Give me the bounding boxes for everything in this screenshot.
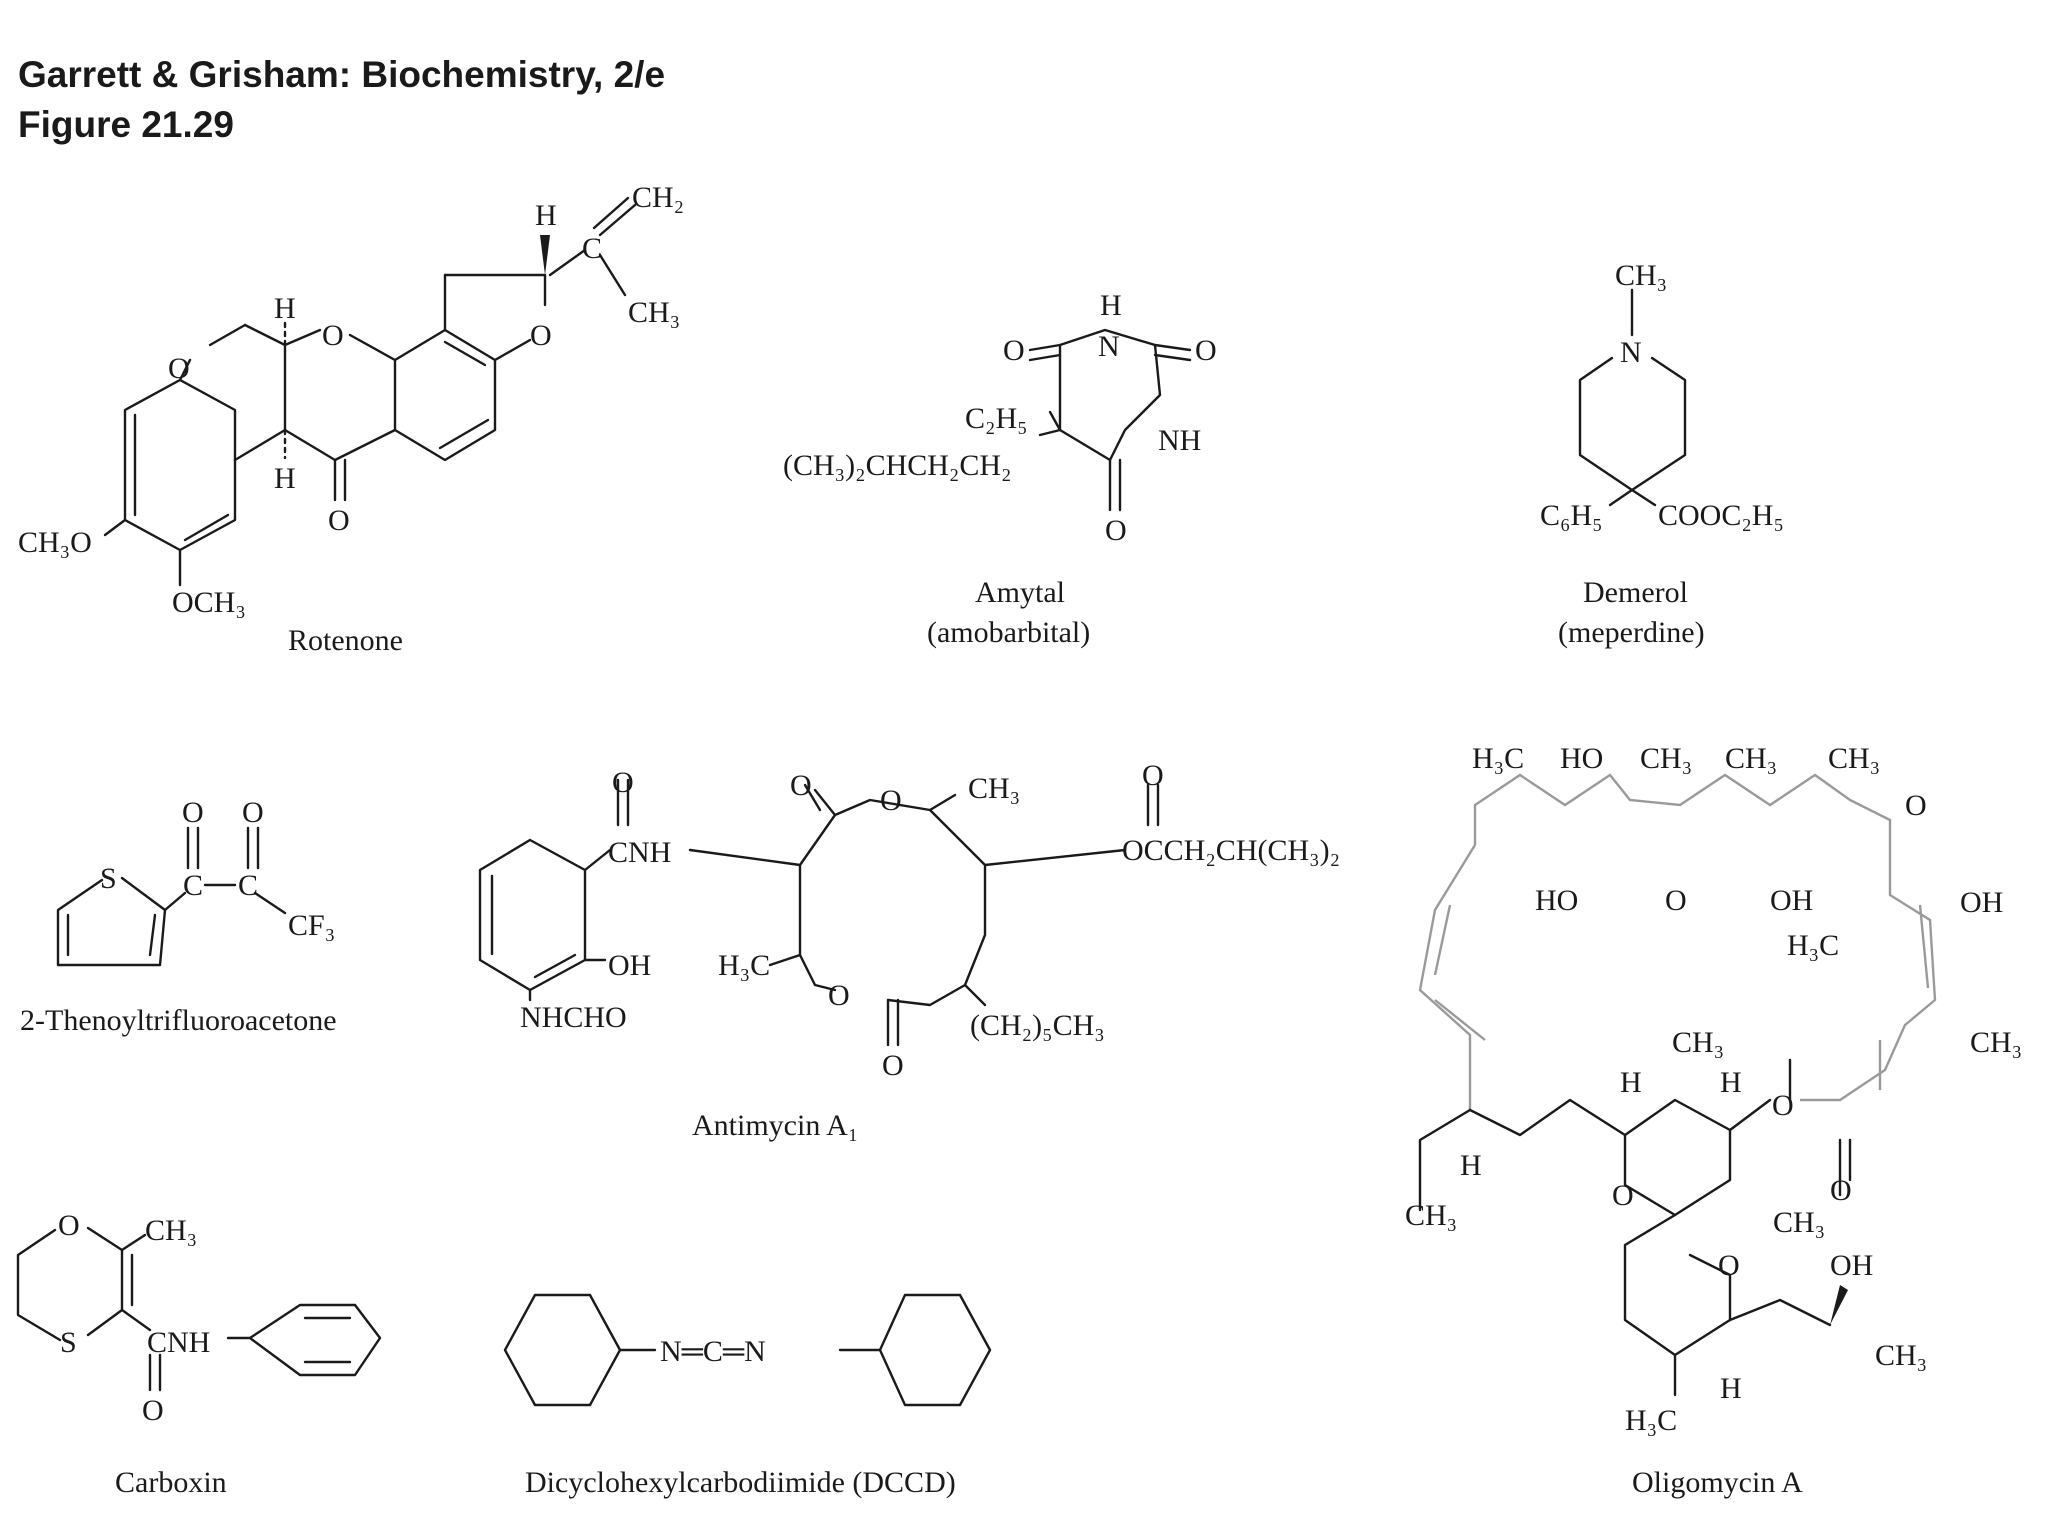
carboxin-cnh: CNH [147, 1326, 210, 1359]
antimycin-o3: O [880, 784, 902, 817]
amytal-o3: O [1105, 514, 1127, 547]
thenoyl-c1: C [183, 869, 203, 902]
antimycin-o1: O [612, 766, 634, 799]
thenoyl-structure: S O O C C CF₃ 2-Thenoyltrifluoroacetone [20, 796, 337, 1037]
demerol-structure: CH₃ N C₆H₅ COOC₂H₅ Demerol (meperdine) [1540, 259, 1784, 649]
dccd-ncn: N═C═N [660, 1335, 766, 1368]
antimycin-o5: O [828, 979, 850, 1012]
rotenone-ch3: CH₃ [628, 296, 680, 329]
thenoyl-o2: O [242, 796, 264, 829]
amytal-o2: O [1195, 334, 1217, 367]
caption-amytal-sub: (amobarbital) [927, 616, 1090, 649]
olig-o-mid: O [1665, 884, 1687, 917]
demerol-ch3: CH₃ [1615, 259, 1667, 292]
olig-ch3-ring: CH₃ [1773, 1206, 1825, 1239]
caption-carboxin: Carboxin [115, 1466, 227, 1499]
rotenone-structure: O O O O H H H C CH₂ CH₃ CH₃O OCH₃ Roteno… [18, 181, 684, 657]
rotenone-h2: H [274, 462, 296, 495]
rotenone-ch3o: CH₃O [18, 526, 92, 559]
demerol-c6h5: C₆H₅ [1540, 499, 1603, 532]
rotenone-ch2: CH₂ [632, 181, 684, 214]
olig-o-lactone: O [1830, 1174, 1852, 1207]
antimycin-oh: OH [608, 949, 651, 982]
thenoyl-cf3: CF₃ [288, 909, 335, 942]
rotenone-o4: O [328, 504, 350, 537]
carboxin-structure: O CH₃ S CNH O Carboxin [16, 1209, 382, 1499]
caption-dccd: Dicyclohexylcarbodiimide (DCCD) [525, 1466, 956, 1499]
thenoyl-c2: C [238, 869, 258, 902]
caption-amytal: Amytal [975, 576, 1065, 609]
caption-thenoyl: 2-Thenoyltrifluoroacetone [20, 1004, 337, 1037]
olig-ch3-c: CH₃ [1828, 742, 1880, 775]
amytal-n: N [1098, 330, 1120, 363]
carboxin-s: S [60, 1326, 77, 1359]
caption-demerol-sub: (meperdine) [1558, 616, 1705, 649]
carboxin-o2: O [142, 1394, 164, 1427]
olig-ho-mid: HO [1535, 884, 1578, 917]
olig-ch3-bottom: CH₃ [1875, 1339, 1927, 1372]
olig-oh-right: OH [1960, 886, 2003, 919]
olig-ch3-b: CH₃ [1725, 742, 1777, 775]
antimycin-structure: O CNH OH NHCHO O O CH₃ O OCCH₂CH(CH₃)₂ H… [478, 759, 1340, 1142]
caption-antimycin: Antimycin A₁ [692, 1109, 858, 1142]
olig-o-ketone: O [1905, 789, 1927, 822]
amytal-c2h5: C₂H₅ [965, 402, 1028, 435]
caption-rotenone: Rotenone [288, 624, 403, 657]
thenoyl-s: S [100, 862, 117, 895]
caption-oligomycin: Oligomycin A [1632, 1466, 1803, 1499]
olig-ch3-a: CH₃ [1640, 742, 1692, 775]
olig-h3c-right: H₃C [1787, 929, 1839, 962]
caption-demerol: Demerol [1583, 576, 1688, 609]
olig-ch3-ethyl: CH₃ [1405, 1199, 1457, 1232]
rotenone-o3: O [530, 319, 552, 352]
oligomycin-structure: H₃C HO CH₃ CH₃ CH₃ O HO O OH OH H₃C CH₃ … [1405, 742, 2022, 1499]
rotenone-o2: O [322, 319, 344, 352]
rotenone-c: C [582, 232, 602, 265]
amytal-nh: NH [1158, 424, 1201, 457]
olig-ch3-right: CH₃ [1970, 1026, 2022, 1059]
amytal-structure: H N O O NH O C₂H₅ (CH₃)₂CHCH₂CH₂ Amytal … [783, 289, 1217, 649]
rotenone-h1: H [274, 292, 296, 325]
olig-h2: H [1720, 1066, 1742, 1099]
carboxin-o: O [58, 1209, 80, 1242]
rotenone-och3: OCH₃ [172, 586, 246, 619]
carboxin-ch3: CH₃ [145, 1214, 197, 1247]
olig-o-ring: O [1612, 1179, 1634, 1212]
antimycin-ch3: CH₃ [968, 772, 1020, 805]
thenoyl-o1: O [182, 796, 204, 829]
antimycin-hexyl: (CH₂)₅CH₃ [970, 1009, 1105, 1042]
olig-h3c-top: H₃C [1472, 742, 1524, 775]
olig-oh-mid: OH [1770, 884, 1813, 917]
book-title: Garrett & Grisham: Biochemistry, 2/e [18, 54, 666, 95]
amytal-o1: O [1003, 334, 1025, 367]
olig-o-ring2: O [1718, 1249, 1740, 1282]
figure-number: Figure 21.29 [18, 104, 234, 145]
antimycin-o4: O [1142, 759, 1164, 792]
antimycin-o2: O [790, 769, 812, 802]
antimycin-ester: OCCH₂CH(CH₃)₂ [1122, 834, 1340, 867]
antimycin-h3c: H₃C [718, 949, 770, 982]
demerol-cooc2h5: COOC₂H₅ [1658, 499, 1784, 532]
amytal-isoamyl: (CH₃)₂CHCH₂CH₂ [783, 449, 1012, 482]
olig-h3: H [1460, 1149, 1482, 1182]
olig-o-ester: O [1772, 1089, 1794, 1122]
dccd-structure: N═C═N Dicyclohexylcarbodiimide (DCCD) [503, 1293, 992, 1499]
olig-h4: H [1720, 1372, 1742, 1405]
rotenone-o1: O [168, 352, 190, 385]
figure-header: Garrett & Grisham: Biochemistry, 2/e Fig… [18, 50, 665, 150]
antimycin-o6: O [882, 1049, 904, 1082]
olig-oh-bottom: OH [1830, 1249, 1873, 1282]
olig-h1: H [1620, 1066, 1642, 1099]
amytal-h: H [1100, 289, 1122, 322]
rotenone-h3: H [535, 199, 557, 232]
olig-ho-top: HO [1560, 742, 1603, 775]
demerol-n: N [1620, 336, 1642, 369]
antimycin-nhcho: NHCHO [520, 1001, 627, 1034]
olig-h3c-bottom: H₃C [1625, 1404, 1677, 1437]
antimycin-cnh: CNH [608, 836, 671, 869]
olig-ch3-spiro: CH₃ [1672, 1026, 1724, 1059]
